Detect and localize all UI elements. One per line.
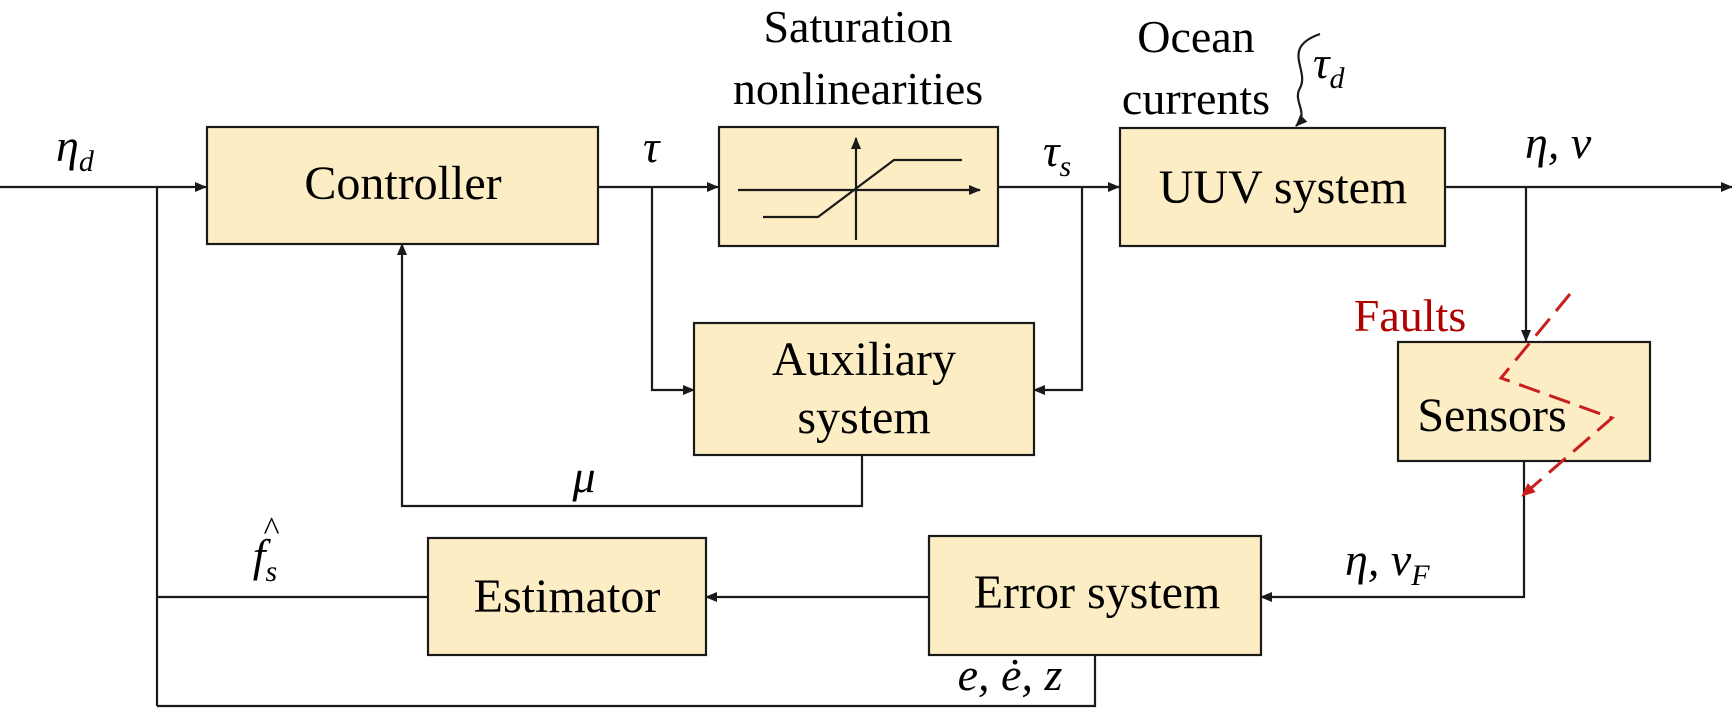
eta-v-label: η, ν — [1525, 117, 1592, 168]
estimator-label: Estimator — [474, 570, 661, 623]
svg-text:ηd: ηd — [56, 120, 95, 178]
faults-label: Faults — [1354, 290, 1466, 341]
error-system-block: Error system — [927, 534, 1263, 657]
error-signal-bus-line — [157, 655, 1097, 708]
svg-text:^: ^ — [263, 511, 280, 548]
svg-text:τd: τd — [1313, 37, 1345, 95]
auxiliary-system-block: Auxiliary system — [692, 321, 1036, 457]
saturation-block — [717, 125, 1000, 248]
mu-label: μ — [571, 451, 595, 502]
sensors-label: Sensors — [1417, 389, 1566, 442]
svg-text:τ: τ — [643, 121, 661, 172]
f-hat-label: fs ^ — [253, 511, 280, 588]
mu-feedback-line — [397, 243, 864, 508]
error-system-label: Error system — [974, 566, 1221, 619]
ocean-caption-line1: Ocean — [1137, 11, 1254, 62]
uuv-system-label: UUV system — [1159, 161, 1407, 214]
tau-s-label: τs — [1043, 125, 1071, 183]
tau-branch-line — [650, 187, 695, 395]
sensors-block: Sensors — [1396, 340, 1652, 463]
tau-label: τ — [643, 121, 661, 172]
svg-text:μ: μ — [571, 451, 595, 502]
ocean-disturbance-squiggle — [1295, 32, 1321, 127]
auxiliary-label-line1: Auxiliary — [772, 333, 956, 386]
svg-text:η, ν: η, ν — [1525, 117, 1592, 168]
svg-text:e, ė, z: e, ė, z — [958, 649, 1063, 700]
saturation-caption-line1: Saturation — [763, 1, 952, 52]
controller-block: Controller — [205, 125, 600, 246]
eta-d-label: ηd — [56, 120, 95, 178]
ocean-caption-line2: currents — [1122, 73, 1270, 124]
auxiliary-label-line2: system — [797, 391, 930, 444]
svg-text:η, νF: η, νF — [1345, 534, 1430, 592]
eta-vF-label: η, νF — [1345, 534, 1430, 592]
saturation-caption-line2: nonlinearities — [733, 63, 983, 114]
controller-label: Controller — [304, 157, 501, 210]
saturation-curve — [763, 158, 962, 219]
tau-d-label: τd — [1313, 37, 1345, 95]
svg-text:τs: τs — [1043, 125, 1071, 183]
fault-zigzag — [1498, 293, 1615, 498]
tau-s-branch-line — [1033, 187, 1084, 395]
sensor-output-line — [1260, 461, 1526, 602]
estimator-block: Estimator — [426, 536, 708, 657]
error-signals-label: e, ė, z — [958, 649, 1063, 700]
uuv-system-block: UUV system — [1118, 126, 1447, 248]
